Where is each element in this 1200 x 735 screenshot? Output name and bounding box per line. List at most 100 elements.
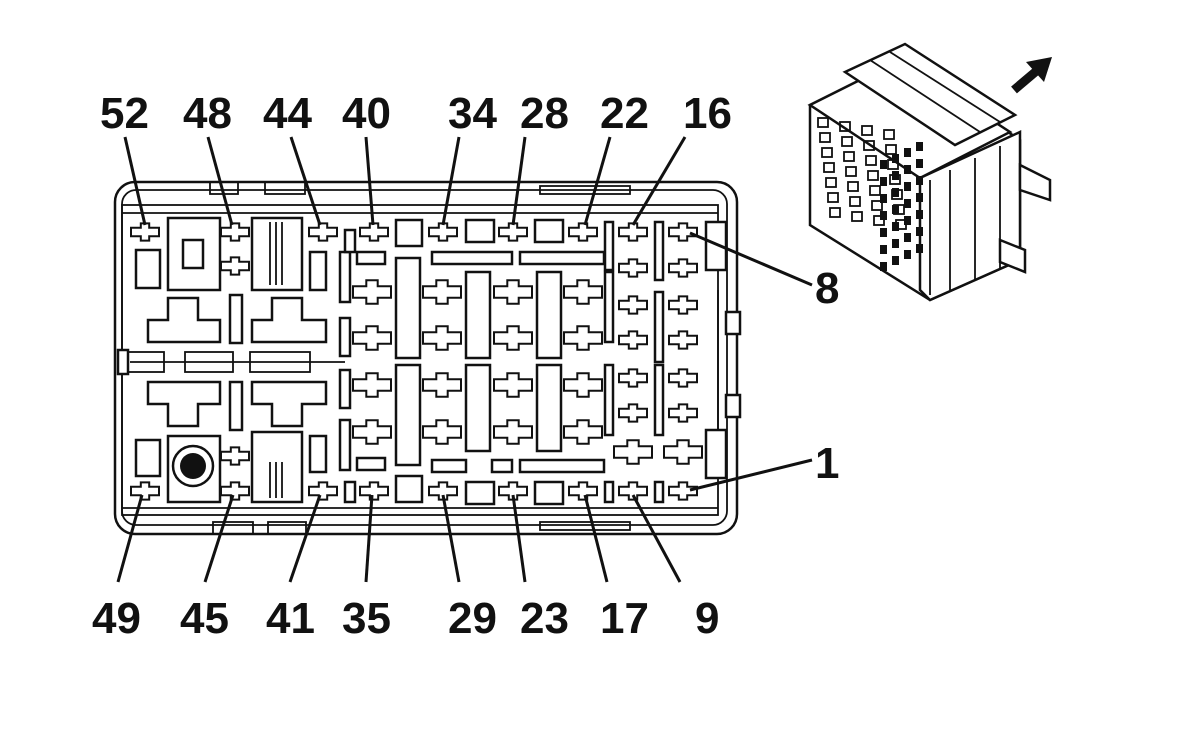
terminal-cavity — [613, 439, 653, 465]
thumb-pin — [880, 160, 887, 169]
thumb-pin — [892, 188, 899, 197]
terminal-cavity — [668, 368, 698, 388]
terminal-cavity — [493, 419, 533, 445]
pin-label-16: 16 — [683, 89, 732, 138]
thumb-cavity — [865, 155, 877, 166]
terminal-cavity — [359, 222, 389, 242]
thumb-pin — [892, 205, 899, 214]
connector-3d-icon — [807, 42, 1052, 302]
terminal-cavity — [352, 325, 392, 351]
pin-label-23: 23 — [520, 594, 569, 643]
terminal-cavity — [563, 325, 603, 351]
thumb-pin — [892, 222, 899, 231]
terminal-cavity — [428, 222, 458, 242]
thumb-cavity — [819, 132, 831, 143]
pin-label-45: 45 — [180, 594, 229, 643]
thumb-cavity — [827, 192, 839, 203]
terminal-cavity — [668, 258, 698, 278]
thumb-pin — [880, 262, 887, 271]
thumb-pin — [916, 210, 923, 219]
terminal-cavity — [359, 481, 389, 501]
thumb-pin — [880, 211, 887, 220]
terminal-cavity — [220, 222, 250, 242]
pin-labels-top: 52 48 44 40 34 28 22 16 — [100, 89, 732, 138]
terminal-cavity — [663, 439, 703, 465]
pin-label-28: 28 — [520, 89, 569, 138]
thumb-cavity — [841, 136, 853, 147]
thumb-pin — [904, 182, 911, 191]
thumb-cavity — [871, 200, 883, 211]
arrow-up-right-icon — [1011, 57, 1052, 94]
terminal-cavity — [668, 330, 698, 350]
terminal-cavity — [220, 256, 250, 276]
thumb-pin — [916, 176, 923, 185]
thumb-cavity — [825, 177, 837, 188]
pin-label-44: 44 — [263, 89, 312, 138]
terminal-cavities — [130, 222, 703, 501]
pin-label-9: 9 — [695, 594, 719, 643]
pin-label-52: 52 — [100, 89, 149, 138]
thumb-pin — [880, 177, 887, 186]
thumb-pin — [892, 154, 899, 163]
pin-label-22: 22 — [600, 89, 649, 138]
terminal-cavity — [422, 279, 462, 305]
pin-label-34: 34 — [448, 89, 497, 138]
terminal-cavity — [220, 446, 250, 466]
terminal-cavity — [563, 372, 603, 398]
thumb-pin — [916, 244, 923, 253]
thumb-cavity — [829, 207, 841, 218]
thumb-pin — [916, 142, 923, 151]
terminal-cavity — [493, 325, 533, 351]
thumb-cavity — [845, 166, 857, 177]
thumb-cavity — [885, 144, 897, 155]
thumb-cavity — [849, 196, 861, 207]
terminal-cavity — [422, 325, 462, 351]
terminal-cavity — [668, 295, 698, 315]
terminal-cavity — [352, 372, 392, 398]
pin-label-8: 8 — [815, 264, 839, 313]
thumb-cavity — [851, 211, 863, 222]
thumb-pin — [880, 194, 887, 203]
terminal-cavity — [130, 481, 160, 501]
terminal-cavity — [618, 258, 648, 278]
terminal-cavity — [618, 403, 648, 423]
thumb-cavity — [823, 162, 835, 173]
pin-label-41: 41 — [266, 594, 315, 643]
terminal-cavity — [498, 481, 528, 501]
thumb-cavity — [883, 129, 895, 140]
pin-label-1: 1 — [815, 439, 839, 488]
pin-label-40: 40 — [342, 89, 391, 138]
leader-lines — [116, 136, 813, 583]
pin-label-35: 35 — [342, 594, 391, 643]
terminal-cavity — [352, 279, 392, 305]
thumb-pin — [916, 227, 923, 236]
terminal-cavity — [352, 419, 392, 445]
thumb-cavity — [867, 170, 879, 181]
pin-label-29: 29 — [448, 594, 497, 643]
terminal-cavity — [568, 222, 598, 242]
terminal-cavity — [498, 222, 528, 242]
thumb-pin — [904, 199, 911, 208]
thumb-cavity — [843, 151, 855, 162]
terminal-cavity — [308, 481, 338, 501]
terminal-cavity — [493, 372, 533, 398]
terminal-cavity — [563, 279, 603, 305]
thumb-cavity — [847, 181, 859, 192]
terminal-cavity — [428, 481, 458, 501]
terminal-cavity — [668, 403, 698, 423]
terminal-cavity — [563, 419, 603, 445]
pin-label-49: 49 — [92, 594, 141, 643]
thumb-cavity — [873, 215, 885, 226]
pin-label-17: 17 — [600, 594, 649, 643]
thumb-cavity — [817, 117, 829, 128]
thumb-pin — [904, 216, 911, 225]
terminal-cavity — [618, 368, 648, 388]
thumb-pin — [904, 165, 911, 174]
thumb-pin — [904, 250, 911, 259]
thumb-pin — [880, 245, 887, 254]
thumb-pin — [904, 233, 911, 242]
terminal-cavity — [220, 481, 250, 501]
thumb-cavity — [821, 147, 833, 158]
terminal-cavity — [668, 222, 698, 242]
